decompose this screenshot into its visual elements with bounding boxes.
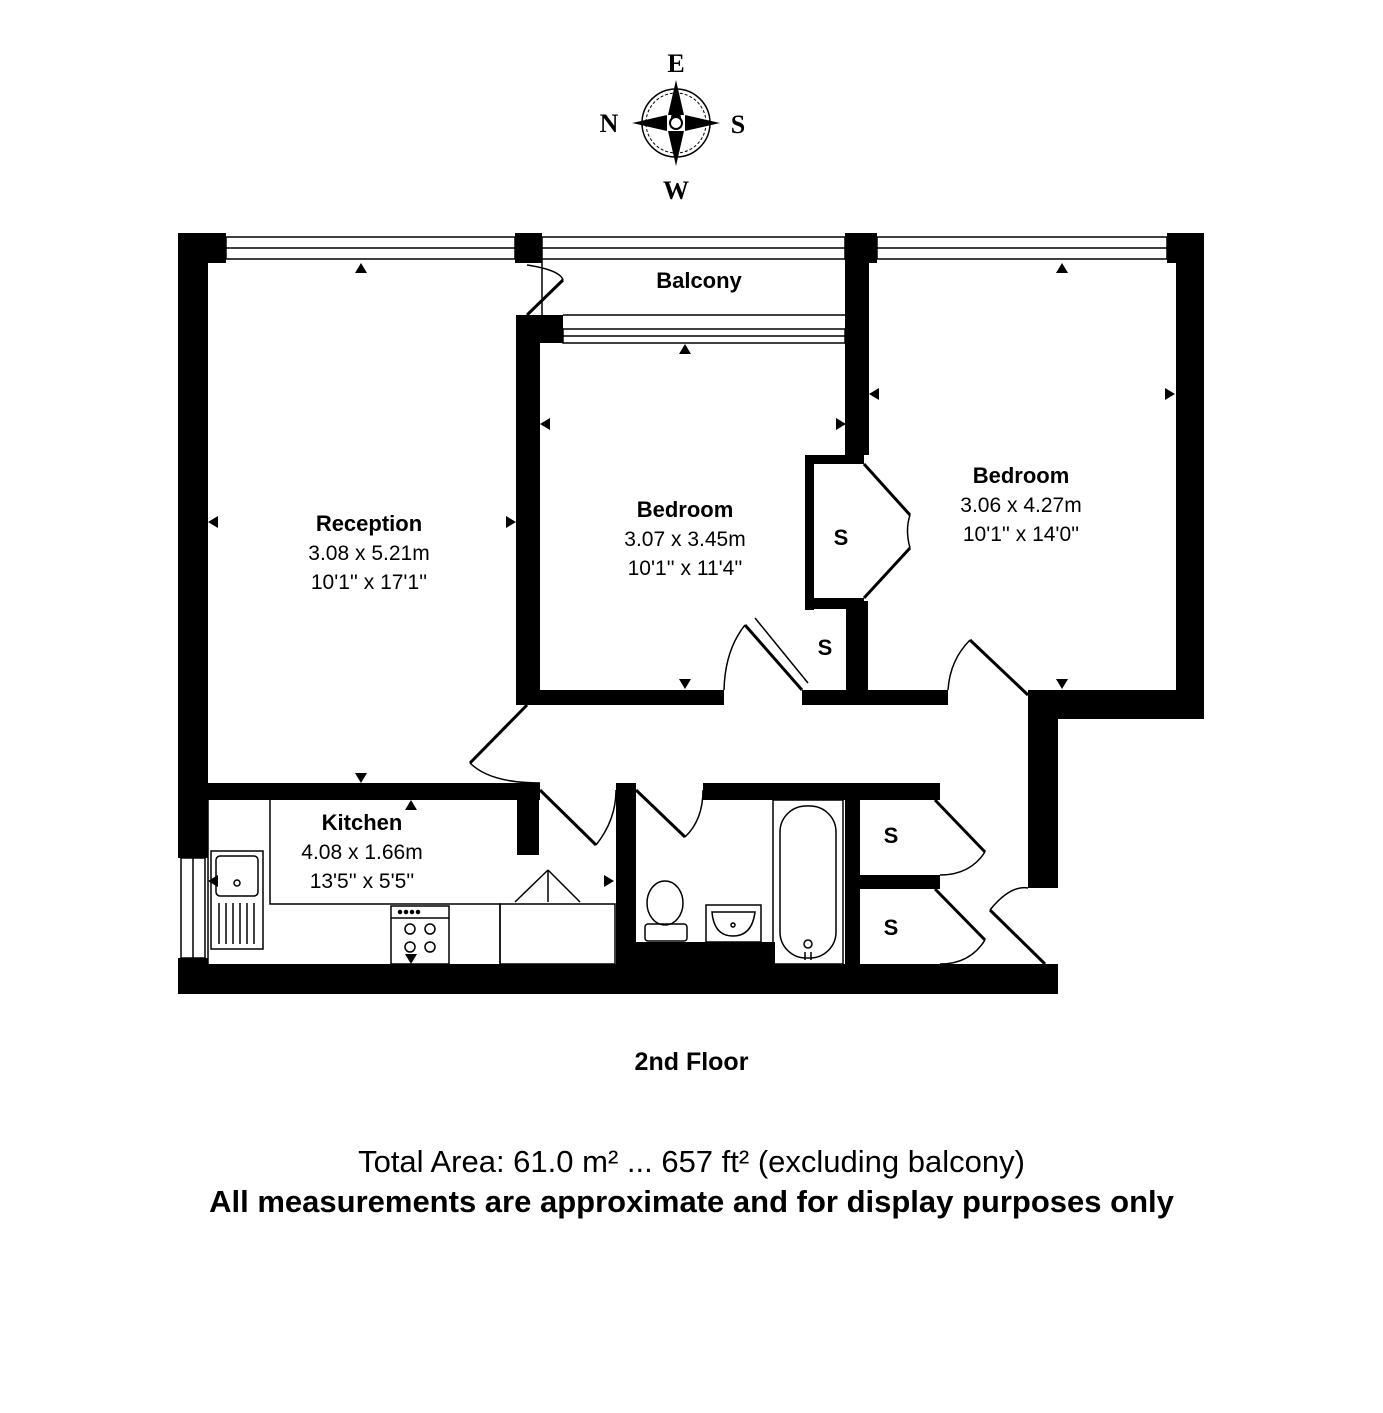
- store-label-upper: S: [834, 525, 849, 550]
- kitchen-imperial: 13'5'' x 5'5'': [310, 870, 415, 893]
- windows: [180, 236, 1168, 959]
- store-label-right-upper: S: [884, 823, 899, 848]
- compass-south-label: S: [731, 110, 745, 139]
- bedroom-right-metric: 3.06 x 4.27m: [960, 494, 1081, 517]
- kitchen-metric: 4.08 x 1.66m: [301, 841, 422, 864]
- floor-label: 2nd Floor: [634, 1048, 749, 1076]
- sink-icon: [210, 850, 264, 950]
- kitchen-counter: [207, 800, 616, 965]
- reception-label: Reception: [316, 511, 422, 536]
- store-label-right-lower: S: [884, 915, 899, 940]
- store-label-small: S: [818, 635, 833, 660]
- compass-north-label: N: [600, 109, 619, 138]
- reception-metric: 3.08 x 5.21m: [308, 542, 429, 565]
- bedroom-right-imperial: 10'1'' x 14'0'': [963, 523, 1079, 546]
- kitchen-label: Kitchen: [322, 810, 403, 835]
- balcony-label: Balcony: [656, 268, 742, 293]
- washbasin-icon: [705, 904, 762, 943]
- hob-icon: [390, 905, 450, 965]
- disclaimer: All measurements are approximate and for…: [209, 1184, 1174, 1219]
- dimension-arrows: [208, 263, 1175, 964]
- compass-rose-icon: [632, 80, 720, 166]
- bedroom-mid-label: Bedroom: [637, 497, 734, 522]
- total-area: Total Area: 61.0 m² ... 657 ft² (excludi…: [358, 1144, 1025, 1179]
- bathtub-icon: [772, 799, 844, 965]
- doors: [468, 264, 1047, 966]
- bedroom-mid-imperial: 10'1'' x 11'4'': [628, 557, 743, 580]
- walls: [178, 233, 1204, 994]
- compass-west-label: W: [663, 176, 689, 205]
- bedroom-right-label: Bedroom: [973, 463, 1070, 488]
- reception-imperial: 10'1'' x 17'1'': [311, 571, 427, 594]
- compass-east-label: E: [667, 49, 684, 78]
- toilet-icon: [644, 880, 688, 942]
- bedroom-mid-metric: 3.07 x 3.45m: [624, 528, 745, 551]
